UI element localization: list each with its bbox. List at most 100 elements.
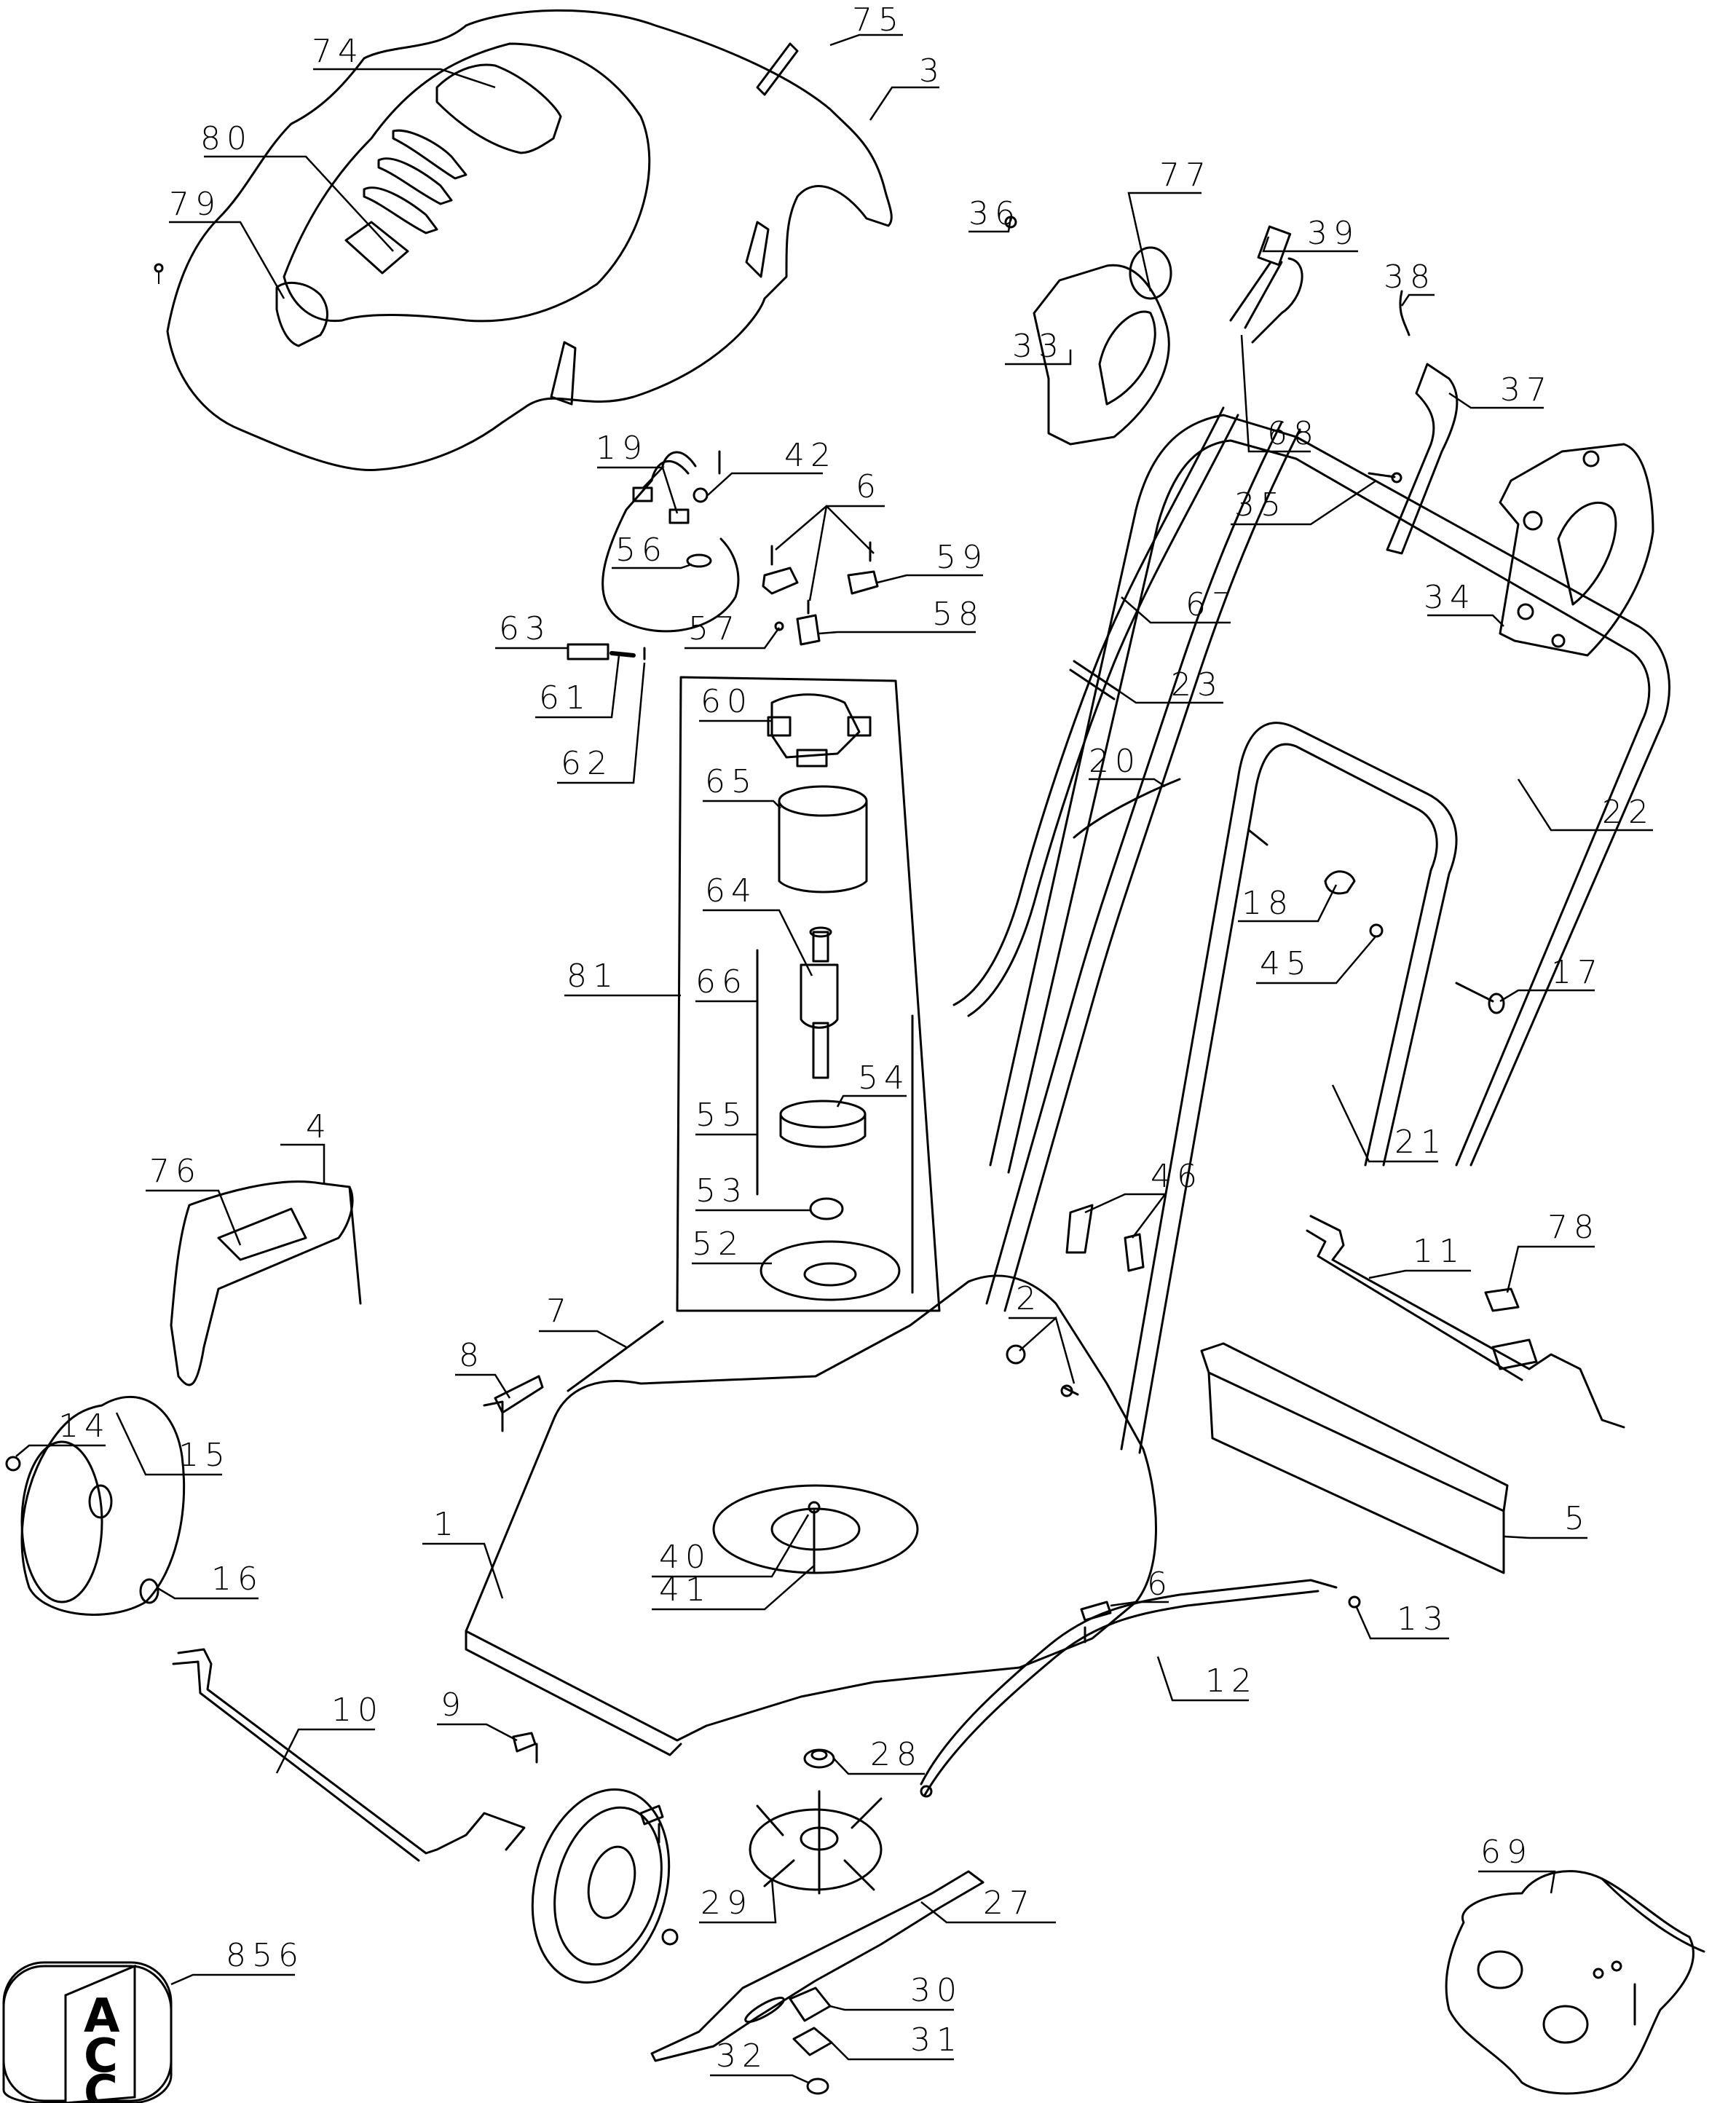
part-number-78: 78 xyxy=(1547,1209,1600,1246)
part-number-33: 33 xyxy=(1012,328,1065,365)
callout-19: 19 xyxy=(596,430,679,514)
accessory-letter-c1: C xyxy=(84,2029,118,2083)
callout-6-top: 6 xyxy=(775,468,885,601)
part-number-22: 22 xyxy=(1602,794,1654,831)
motor-flange-52 xyxy=(760,1240,901,1301)
part-number-75: 75 xyxy=(852,1,904,39)
part-number-856: 856 xyxy=(226,1937,304,1974)
part-number-3: 3 xyxy=(919,52,945,90)
part-number-5: 5 xyxy=(1564,1500,1590,1537)
callout-66: 66 xyxy=(695,963,757,1003)
part-number-66: 66 xyxy=(695,963,748,1001)
part-number-36: 36 xyxy=(968,195,1021,232)
callout-3: 3 xyxy=(869,52,945,121)
callout-45: 45 xyxy=(1256,935,1377,985)
top-cover xyxy=(154,9,893,472)
pin-35 xyxy=(1368,472,1402,484)
stator-housing-65 xyxy=(778,785,868,893)
callout-36: 36 xyxy=(968,195,1021,233)
callout-10: 10 xyxy=(275,1692,384,1774)
handle-clips-46 xyxy=(1065,1204,1145,1272)
washer-16 xyxy=(139,1578,159,1604)
blade-nut-32 xyxy=(806,2078,829,2095)
callout-13: 13 xyxy=(1354,1601,1449,1640)
part-number-74: 74 xyxy=(312,33,364,70)
terminal-63-spring-61 xyxy=(567,643,646,660)
callout-15: 15 xyxy=(115,1412,231,1476)
accessory-letter-c2: C xyxy=(84,2066,118,2103)
callout-38: 38 xyxy=(1384,259,1436,307)
square-washer-31 xyxy=(792,2027,833,2056)
callout-33: 33 xyxy=(1005,328,1072,366)
part-number-13: 13 xyxy=(1397,1601,1449,1638)
callout-68: 68 xyxy=(1240,334,1314,453)
callout-39: 39 xyxy=(1262,215,1358,253)
callout-56: 56 xyxy=(612,532,693,569)
callout-53: 53 xyxy=(695,1172,810,1212)
bearing-53 xyxy=(809,1197,844,1220)
part-number-27: 27 xyxy=(983,1885,1035,1922)
part-number-45: 45 xyxy=(1260,945,1312,982)
part-number-55: 55 xyxy=(695,1097,748,1134)
rear-flap-4 xyxy=(170,1180,362,1386)
callout-17: 17 xyxy=(1499,954,1598,1003)
part-number-42: 42 xyxy=(784,437,837,474)
cable-tie-20 xyxy=(1073,778,1181,839)
callout-4: 4 xyxy=(280,1108,326,1183)
part-number-38: 38 xyxy=(1384,259,1436,296)
part-number-46: 46 xyxy=(1151,1158,1203,1195)
front-wheel xyxy=(531,1788,679,1984)
callout-20: 20 xyxy=(1089,743,1166,788)
part-number-52: 52 xyxy=(692,1226,744,1263)
wheel-15 xyxy=(20,1396,185,1616)
callout-35: 35 xyxy=(1231,479,1377,526)
armature-64 xyxy=(800,926,839,1079)
part-number-61: 61 xyxy=(539,679,591,717)
part-number-7: 7 xyxy=(546,1293,572,1330)
callout-69: 69 xyxy=(1478,1834,1556,1894)
part-number-6-top: 6 xyxy=(856,468,882,505)
upper-handle-22 xyxy=(989,414,1670,1174)
callout-61: 61 xyxy=(535,655,620,719)
callout-75: 75 xyxy=(829,1,904,47)
part-number-6-bottom: 6 xyxy=(1147,1566,1173,1603)
part-number-40: 40 xyxy=(659,1539,711,1576)
callout-31: 31 xyxy=(831,2021,963,2061)
part-number-80: 80 xyxy=(200,120,253,157)
callout-55: 55 xyxy=(695,1097,757,1136)
part-number-31: 31 xyxy=(910,2021,963,2059)
part-number-59: 59 xyxy=(936,539,988,576)
callout-41: 41 xyxy=(652,1565,815,1611)
part-number-37: 37 xyxy=(1500,371,1552,409)
callout-12: 12 xyxy=(1156,1656,1252,1702)
part-number-21: 21 xyxy=(1394,1124,1447,1161)
callout-6-bottom: 6 xyxy=(1110,1566,1173,1607)
axle-11 xyxy=(1306,1215,1625,1429)
part-number-34: 34 xyxy=(1424,579,1476,616)
part-number-2: 2 xyxy=(1016,1280,1042,1317)
part-number-58: 58 xyxy=(932,596,985,633)
callout-54: 54 xyxy=(836,1060,907,1108)
part-number-57: 57 xyxy=(688,610,741,647)
callout-79: 79 xyxy=(169,186,285,299)
part-number-10: 10 xyxy=(331,1692,384,1729)
callout-18: 18 xyxy=(1238,884,1338,923)
cable-tie-23 xyxy=(1069,660,1119,701)
part-number-14: 14 xyxy=(58,1408,111,1445)
callout-14: 14 xyxy=(15,1408,111,1457)
spring-8 xyxy=(483,1375,544,1432)
part-number-15: 15 xyxy=(178,1437,231,1474)
part-number-56: 56 xyxy=(615,532,668,569)
callout-11: 11 xyxy=(1368,1233,1471,1279)
callout-1: 1 xyxy=(422,1506,504,1599)
bearing-seat-54 xyxy=(779,1100,867,1148)
callout-2: 2 xyxy=(1009,1280,1076,1384)
callout-63: 63 xyxy=(495,610,568,650)
screws-2 xyxy=(1006,1344,1079,1397)
part-number-23: 23 xyxy=(1171,666,1223,703)
part-number-81: 81 xyxy=(567,958,619,995)
part-number-28: 28 xyxy=(870,1736,923,1773)
wheel-nut-14 xyxy=(5,1456,21,1472)
callout-5: 5 xyxy=(1503,1500,1590,1539)
callout-81: 81 xyxy=(564,958,681,997)
